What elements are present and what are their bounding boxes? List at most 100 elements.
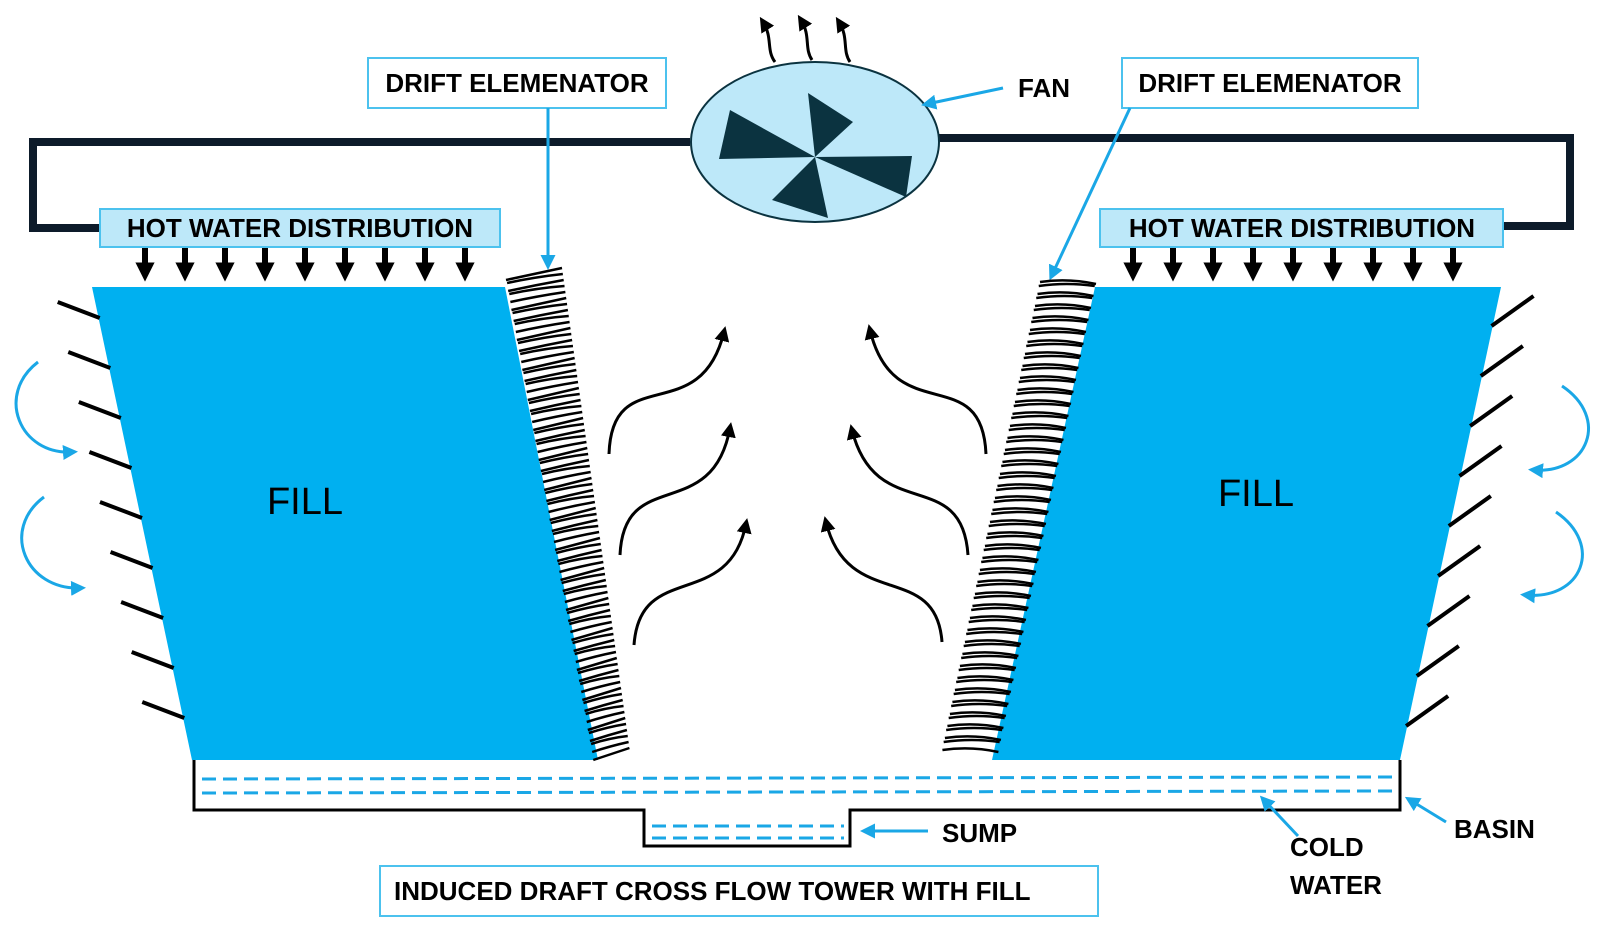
drift-slat: [515, 320, 570, 334]
basin-label: BASIN: [1454, 814, 1535, 844]
drift-slat: [1011, 414, 1068, 420]
drift-slat: [976, 582, 1033, 588]
drift-slat: [534, 422, 585, 435]
exhaust-airflow-arrows: [759, 14, 852, 63]
drift-slat: [966, 630, 1023, 636]
drift-slat: [575, 650, 617, 664]
drift-slat: [979, 567, 1037, 574]
drift-slat: [584, 698, 624, 713]
drift-slat: [589, 728, 628, 743]
caption-text: INDUCED DRAFT CROSS FLOW TOWER WITH FILL: [394, 876, 1031, 906]
drift-slat: [548, 500, 596, 514]
drift-slat: [519, 344, 574, 356]
drift-slat: [528, 392, 580, 405]
drift-slat: [1012, 411, 1069, 418]
drift-slat: [522, 356, 575, 372]
drift-slat: [520, 350, 574, 364]
drift-slat: [558, 554, 603, 566]
drift-slat: [943, 738, 1000, 744]
drift-slat: [967, 627, 1024, 634]
drift-slat: [560, 566, 605, 582]
drift-slat: [525, 374, 578, 386]
drift-slat: [562, 578, 607, 593]
spray-down-arrows-left: [135, 248, 475, 282]
drift-slat: [563, 584, 607, 596]
drift-slat: [998, 474, 1055, 480]
drift-slat: [997, 483, 1054, 490]
louver-icon: [99, 500, 143, 520]
drift-slat: [516, 326, 571, 342]
drift-slat: [529, 398, 581, 413]
drift-slat: [996, 486, 1053, 492]
drift-slat: [509, 284, 565, 296]
louver-icon: [78, 400, 122, 420]
drift-slat: [983, 546, 1040, 552]
hot-water-distribution-right: HOT WATER DISTRIBUTION: [1099, 208, 1504, 248]
drift-slat: [968, 618, 1025, 624]
drift-slat: [568, 614, 612, 626]
drift-slat: [950, 702, 1008, 708]
drift-slat: [952, 699, 1009, 706]
drift-slat: [518, 338, 573, 353]
fan-icon: [690, 61, 940, 223]
sump-callout: SUMP: [860, 818, 1017, 848]
drift-slat: [974, 591, 1032, 598]
drift-slat: [948, 714, 1005, 720]
drift-slat: [564, 590, 608, 604]
louver-icon: [88, 450, 133, 470]
cold-water-label-line2: WATER: [1290, 870, 1382, 900]
air-inlet-louvers-left: [56, 300, 185, 720]
drift-slat: [549, 506, 597, 522]
drift-slat: [1017, 387, 1074, 394]
drift-slat: [1027, 339, 1084, 346]
spray-down-arrows-right: [1123, 248, 1463, 282]
louver-icon: [1458, 444, 1503, 478]
drift-slat: [547, 494, 595, 506]
drift-slat: [962, 651, 1019, 658]
drift-slat: [944, 735, 1002, 742]
drift-slat: [1013, 402, 1070, 408]
drift-slat: [511, 296, 567, 312]
drift-slat: [964, 639, 1022, 646]
drift-slat: [978, 570, 1035, 576]
drift-slat: [1021, 366, 1078, 372]
drift-slat: [1014, 399, 1072, 406]
louver-icon: [1404, 694, 1450, 728]
drift-slat: [987, 531, 1044, 538]
louver-icon: [141, 700, 185, 720]
drift-slat: [1006, 438, 1063, 444]
drift-slat: [994, 495, 1052, 502]
drift-slat: [581, 686, 622, 702]
drift-slat: [963, 642, 1020, 648]
drift-slat: [1036, 294, 1093, 300]
drift-slat: [523, 362, 576, 375]
drift-slat: [513, 308, 569, 323]
drift-slat: [1009, 423, 1067, 430]
drift-slat: [577, 662, 618, 675]
drift-slat: [526, 380, 579, 394]
drift-slat: [959, 663, 1017, 670]
louver-icon: [1490, 294, 1535, 328]
drift-slat: [989, 519, 1047, 526]
drift-slat: [578, 668, 619, 683]
drift-slat: [586, 710, 625, 724]
drift-slat: [507, 278, 564, 293]
drift-slat: [993, 498, 1050, 504]
drift-slat: [524, 368, 577, 383]
drift-slat: [559, 560, 604, 574]
drift-eliminator-right: [942, 279, 1097, 754]
drift-slat: [542, 470, 591, 484]
drift-slat: [539, 452, 589, 465]
drift-slat: [969, 615, 1027, 622]
drift-slat: [992, 507, 1049, 514]
drift-slat: [573, 638, 615, 653]
drift-slat: [1003, 450, 1060, 456]
drift-slat: [570, 620, 612, 634]
drift-slat: [977, 579, 1034, 586]
drift-slat: [1032, 315, 1089, 322]
drift-slat: [566, 602, 610, 615]
fan-label: FAN: [1018, 73, 1070, 103]
drift-slat: [517, 332, 572, 345]
drift-slat: [527, 386, 580, 402]
